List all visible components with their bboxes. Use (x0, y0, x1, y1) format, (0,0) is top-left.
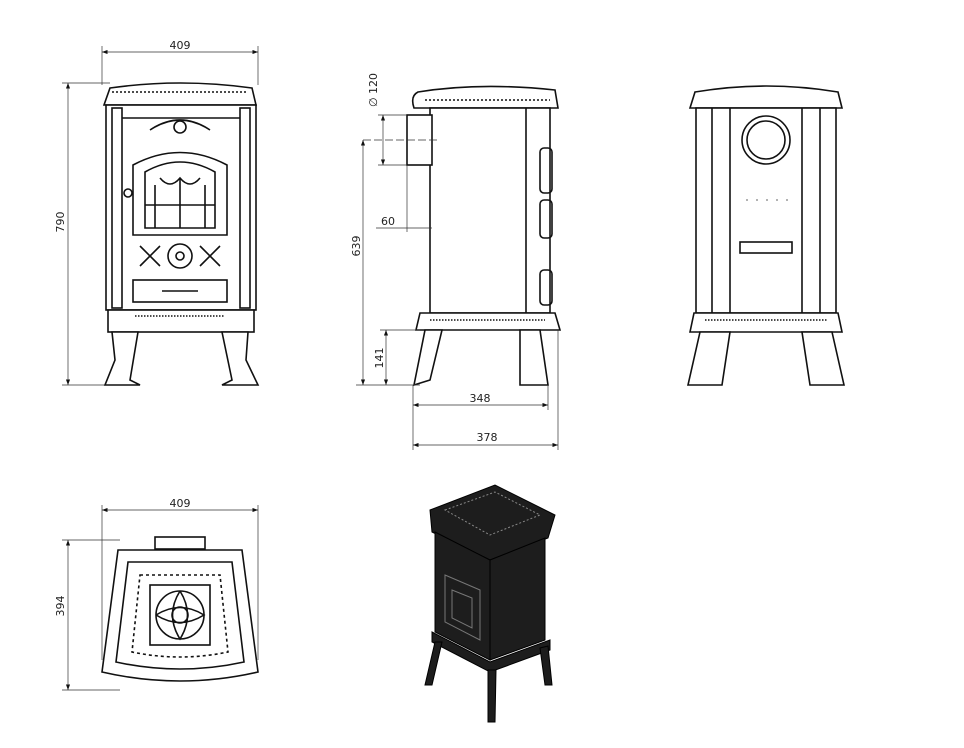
dim-top-depth: 394 (54, 596, 67, 617)
front-view: 409 790 (54, 39, 260, 386)
dim-flue-diameter: ∅ 120 (367, 73, 380, 107)
dim-leg-height: 141 (373, 348, 386, 369)
dim-flue-height: 639 (350, 236, 363, 257)
side-view: ∅ 120 639 60 141 348 378 (350, 73, 562, 450)
dim-top-width: 409 (170, 497, 191, 510)
dim-side-depth-total: 378 (477, 431, 498, 444)
isometric-view (424, 484, 556, 723)
back-view (686, 85, 846, 386)
dim-front-height: 790 (54, 212, 67, 233)
top-view: 409 394 (54, 497, 259, 691)
dim-flue-depth: 60 (381, 215, 395, 228)
dim-side-depth-inner: 348 (470, 392, 491, 405)
dim-front-width: 409 (170, 39, 191, 52)
